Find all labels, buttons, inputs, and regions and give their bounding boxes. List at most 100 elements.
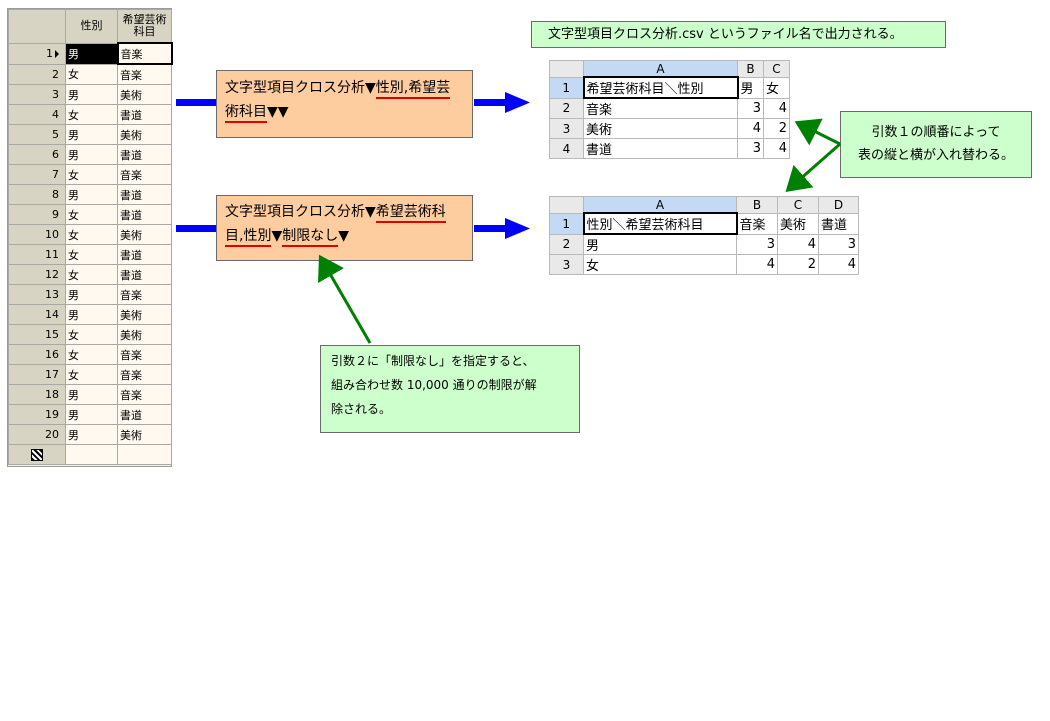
table-cell[interactable]: 音楽	[736, 212, 778, 235]
row-number[interactable]: 10	[8, 224, 66, 245]
note-output-filename: 文字型項目クロス分析.csv というファイル名で出力される。	[531, 21, 946, 48]
table-cell[interactable]: 男	[737, 76, 764, 99]
column-header[interactable]: D	[818, 196, 859, 214]
cell-subject[interactable]: 美術	[117, 304, 172, 325]
grid-header-gender[interactable]: 性別	[65, 9, 118, 44]
row-number[interactable]: 7	[8, 164, 66, 185]
cell-subject[interactable]: 書道	[117, 244, 172, 265]
row-number[interactable]: 15	[8, 324, 66, 345]
empty-cell[interactable]	[117, 444, 172, 465]
cell-subject[interactable]: 美術	[117, 224, 172, 245]
row-number[interactable]: 1	[8, 42, 66, 65]
cell-gender[interactable]: 女	[65, 204, 118, 225]
note-limit-line1: 引数２に「制限なし」を指定すると、	[331, 354, 535, 368]
cell-gender[interactable]: 男	[65, 384, 118, 405]
cell-gender[interactable]: 男	[65, 184, 118, 205]
cell-subject[interactable]: 書道	[117, 104, 172, 125]
row-number[interactable]: 5	[8, 124, 66, 145]
cell-subject[interactable]: 音楽	[117, 364, 172, 385]
table-cell[interactable]: 女	[763, 76, 790, 99]
command-1-name: 文字型項目クロス分析▼	[225, 80, 376, 96]
cell-subject[interactable]: 音楽	[117, 344, 172, 365]
sheet-corner[interactable]	[549, 60, 584, 78]
row-header[interactable]: 1	[549, 212, 584, 235]
table-cell[interactable]: 4	[763, 138, 790, 159]
row-number[interactable]: 3	[8, 84, 66, 105]
cell-gender[interactable]: 男	[65, 404, 118, 425]
cell-gender[interactable]: 男	[65, 84, 118, 105]
new-row[interactable]	[8, 444, 172, 465]
row-header[interactable]: 2	[549, 97, 584, 119]
row-number[interactable]: 12	[8, 264, 66, 285]
note-limit-line2: 組み合わせ数 10,000 通りの制限が解	[331, 378, 537, 392]
table-cell[interactable]: 音楽	[583, 97, 738, 119]
green-arrow-to-csv1	[794, 118, 841, 146]
table-cell[interactable]: 書道	[583, 138, 738, 159]
cell-subject[interactable]: 書道	[117, 204, 172, 225]
cell-subject[interactable]: 書道	[117, 404, 172, 425]
table-cell[interactable]: 書道	[818, 212, 859, 235]
row-number[interactable]: 20	[8, 424, 66, 445]
command-1-arg1: 性別,希望芸	[375, 80, 451, 99]
table-cell[interactable]: 2	[777, 254, 819, 275]
cell-gender[interactable]: 女	[65, 344, 118, 365]
cell-gender[interactable]: 男	[65, 144, 118, 165]
cell-subject[interactable]: 音楽	[116, 42, 173, 65]
table-cell[interactable]: 美術	[777, 212, 819, 235]
table-cell[interactable]: 3	[737, 138, 764, 159]
cell-gender[interactable]: 女	[65, 364, 118, 385]
table-cell[interactable]: 4	[818, 254, 859, 275]
command-2-terminator: ▼	[338, 228, 350, 244]
cell-subject[interactable]: 美術	[117, 424, 172, 445]
table-cell[interactable]: 希望芸術科目＼性別	[582, 76, 739, 99]
note-output-filename-text: 文字型項目クロス分析.csv というファイル名で出力される。	[548, 27, 903, 42]
empty-cell[interactable]	[65, 444, 118, 465]
command-2-separator: ▼	[271, 228, 283, 244]
blue-arrow-grid-to-cmd2	[176, 225, 216, 232]
cell-gender[interactable]: 男	[65, 304, 118, 325]
column-header[interactable]: B	[736, 196, 778, 214]
new-row-marker[interactable]	[8, 444, 66, 465]
row-number[interactable]: 14	[8, 304, 66, 325]
command-2-name: 文字型項目クロス分析▼	[225, 204, 376, 220]
cell-subject[interactable]: 書道	[117, 144, 172, 165]
note-no-limit: 引数２に「制限なし」を指定すると、 組み合わせ数 10,000 通りの制限が解 …	[320, 345, 580, 433]
cell-subject[interactable]: 音楽	[117, 384, 172, 405]
row-number[interactable]: 16	[8, 344, 66, 365]
row-number[interactable]: 4	[8, 104, 66, 125]
row-number[interactable]: 19	[8, 404, 66, 425]
table-cell[interactable]: 性別＼希望芸術科目	[582, 212, 738, 235]
row-header[interactable]: 1	[549, 76, 584, 99]
cell-gender[interactable]: 女	[65, 324, 118, 345]
blue-arrow-cmd1-to-csv1	[474, 92, 530, 113]
cell-gender[interactable]: 女	[65, 63, 118, 85]
cell-subject[interactable]: 音楽	[117, 284, 172, 305]
cell-gender[interactable]: 女	[65, 264, 118, 285]
column-header[interactable]: A	[583, 196, 737, 214]
column-header[interactable]: C	[763, 60, 790, 78]
cell-gender[interactable]: 男	[65, 284, 118, 305]
blue-arrow-cmd2-to-csv2	[474, 218, 530, 239]
